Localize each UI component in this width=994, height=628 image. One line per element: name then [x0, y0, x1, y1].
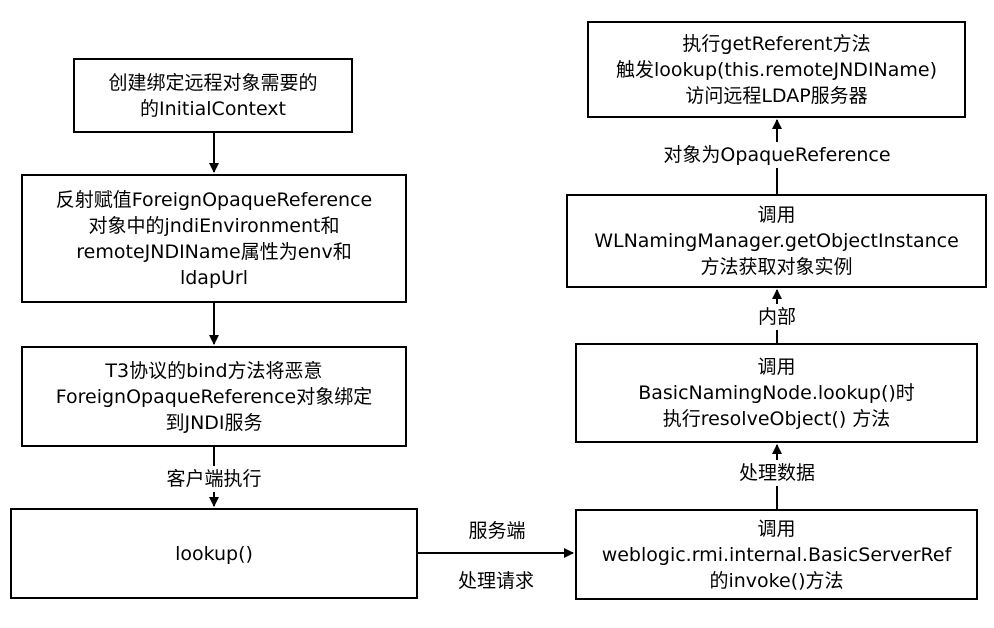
box-invoke-line-1: 调用 — [757, 517, 796, 540]
label-client-exec: 客户端执行 — [162, 466, 266, 492]
box-t3-bind-line-2: ForeignOpaqueReference对象绑定 — [55, 385, 373, 408]
box-invoke: 调用 weblogic.rmi.internal.BasicServerRef … — [575, 509, 978, 600]
box-create-context-line-2: 的InitialContext — [139, 97, 286, 120]
box-wl-naming-line-2: WLNamingManager.getObjectInstance — [594, 230, 959, 252]
box-wl-naming: 调用 WLNamingManager.getObjectInstance 方法获… — [566, 194, 987, 288]
label-process-data: 处理数据 — [720, 460, 834, 486]
box-create-context: 创建绑定远程对象需要的 的InitialContext — [73, 58, 353, 133]
box-reflect-assign-line-4: ldapUrl — [179, 266, 249, 289]
box-reflect-assign-line-3: remoteJNDIName属性为env和 — [76, 240, 352, 263]
box-t3-bind-line-3: 到JNDI服务 — [165, 411, 263, 434]
box-reflect-assign: 反射赋值ForeignOpaqueReference 对象中的jndiEnvir… — [21, 174, 407, 303]
box-basic-naming-line-3: 执行resolveObject() 方法 — [662, 408, 891, 430]
box-t3-bind: T3协议的bind方法将恶意 ForeignOpaqueReference对象绑… — [21, 346, 407, 447]
box-lookup-line-1: lookup() — [175, 542, 253, 565]
box-reflect-assign-line-1: 反射赋值ForeignOpaqueReference — [55, 188, 373, 211]
label-internal: 内部 — [745, 304, 809, 330]
box-invoke-line-3: 的invoke()方法 — [709, 569, 844, 592]
label-handle-request: 处理请求 — [457, 570, 534, 592]
box-create-context-line-1: 创建绑定远程对象需要的 — [108, 71, 318, 94]
box-basic-naming-line-1: 调用 — [757, 356, 796, 378]
box-basic-naming: 调用 BasicNamingNode.lookup()时 执行resolveOb… — [575, 343, 978, 443]
box-get-referent-line-1: 执行getReferent方法 — [682, 32, 871, 55]
box-t3-bind-line-1: T3协议的bind方法将恶意 — [105, 359, 323, 382]
box-lookup: lookup() — [10, 508, 418, 599]
box-get-referent: 执行getReferent方法 触发lookup(this.remoteJNDI… — [587, 21, 966, 118]
box-wl-naming-line-1: 调用 — [757, 204, 796, 226]
label-server: 服务端 — [468, 520, 526, 542]
box-get-referent-line-2: 触发lookup(this.remoteJNDIName) — [615, 58, 938, 81]
box-invoke-line-2: weblogic.rmi.internal.BasicServerRef — [601, 543, 952, 566]
box-wl-naming-line-3: 方法获取对象实例 — [700, 256, 853, 278]
box-basic-naming-line-2: BasicNamingNode.lookup()时 — [638, 382, 915, 404]
box-reflect-assign-line-2: 对象中的jndiEnvironment和 — [88, 214, 340, 237]
box-get-referent-line-3: 访问远程LDAP服务器 — [685, 84, 868, 107]
label-object-is: 对象为OpaqueReference — [641, 142, 913, 168]
